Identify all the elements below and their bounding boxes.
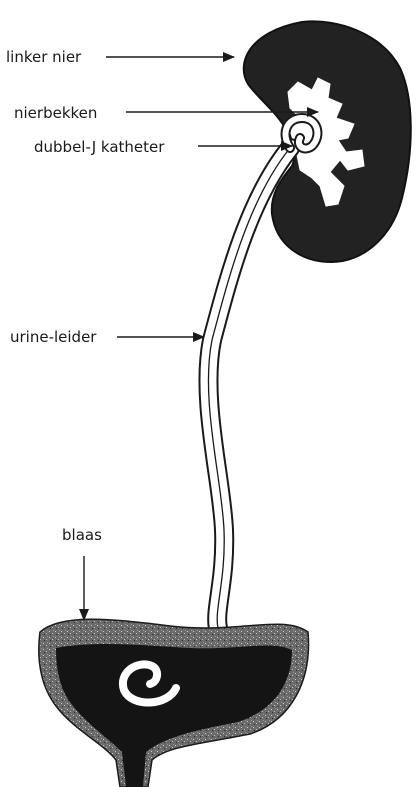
bladder [39,619,309,787]
label-kidney: linker nier [6,48,82,66]
label-pelvis: nierbekken [14,104,97,122]
label-bladder-group: blaas [62,526,102,620]
kidney [244,21,411,262]
label-catheter-group: dubbel-J katheter [34,138,292,156]
label-kidney-group: linker nier [6,48,234,66]
label-ureter-group: urine-leider [10,328,204,346]
label-ureter: urine-leider [10,328,97,346]
label-catheter: dubbel-J katheter [34,138,165,156]
label-bladder: blaas [62,526,102,544]
